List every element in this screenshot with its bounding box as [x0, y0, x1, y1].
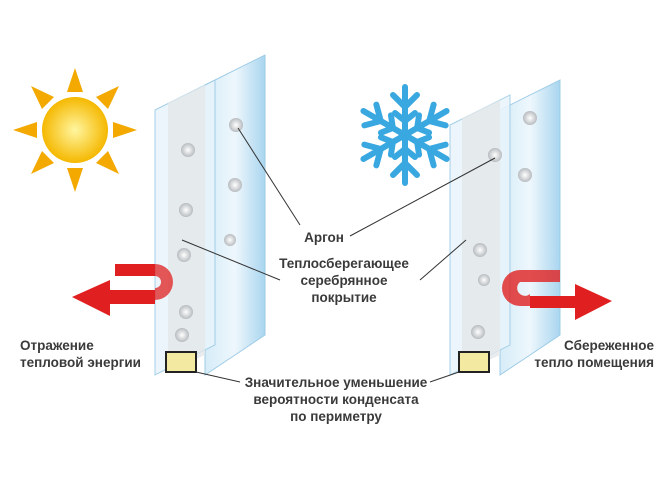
leader-lines — [181, 127, 496, 383]
condensate-label-1: Значительное уменьшение — [245, 375, 428, 390]
coating-label-1: Теплосберегающее — [279, 256, 409, 271]
saved-heat-arrow — [502, 270, 612, 320]
reflection-label-1: Отражение — [20, 338, 94, 353]
coating-label-3: покрытие — [311, 290, 377, 305]
saved-heat-label-2: тепло помещения — [534, 355, 654, 370]
condensate-label-3: по периметру — [290, 409, 382, 424]
spacer-right — [458, 351, 490, 373]
left-glass-unit — [154, 54, 266, 376]
coating-label-2: серебрянное — [301, 273, 388, 288]
argon-label: Аргон — [304, 230, 344, 245]
saved-heat-label-1: Сбереженное — [564, 338, 654, 353]
spacer-left — [165, 351, 197, 373]
right-glass-unit — [449, 79, 561, 376]
condensate-label-2: вероятности конденсата — [253, 392, 419, 407]
reflection-label-2: тепловой энергии — [20, 355, 141, 370]
snowflake-icon — [357, 84, 452, 183]
reflection-arrow — [72, 264, 173, 316]
sun-icon — [13, 68, 137, 192]
